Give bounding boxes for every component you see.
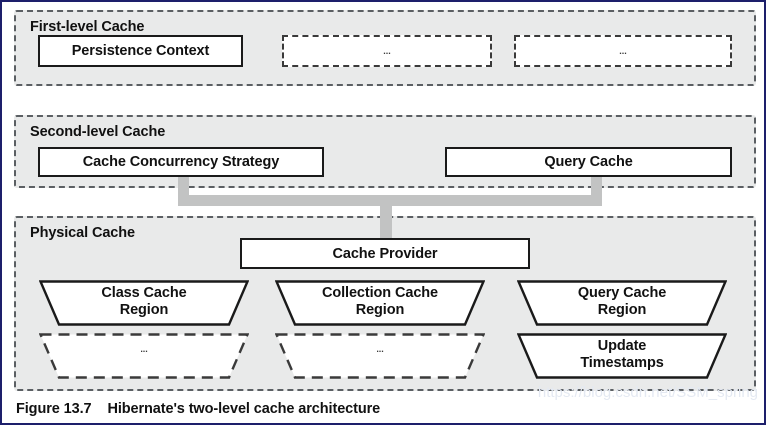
region-label-query-cache: Query Cache Region — [517, 280, 727, 326]
region-update-timestamps[interactable]: Update Timestamps — [517, 333, 727, 379]
trapezoid-shape-class-cache — [39, 280, 249, 326]
region-class-cache[interactable]: Class Cache Region — [39, 280, 249, 326]
trapezoid-shape-collection-cache — [275, 280, 485, 326]
figure-caption-text: Hibernate's two-level cache architecture — [107, 401, 381, 417]
node-cache-concurrency-strategy[interactable]: Cache Concurrency Strategy — [38, 147, 324, 177]
trapezoid-shape-query-cache — [517, 280, 727, 326]
region-line1: Query Cache — [577, 285, 667, 302]
region-label-collection-cache: Collection Cache Region — [275, 280, 485, 326]
figure-caption-number: Figure 13.7 — [16, 401, 92, 417]
zone-title-first-level-cache: First-level Cache — [30, 19, 145, 35]
connector-pipe-right-vertical — [591, 174, 602, 206]
region-placeholder-collection[interactable]: ... — [275, 333, 485, 379]
node-persistence-context[interactable]: Persistence Context — [38, 35, 243, 67]
zone-title-second-level-cache: Second-level Cache — [30, 124, 166, 140]
region-collection-cache[interactable]: Collection Cache Region — [275, 280, 485, 326]
region-line1: Update — [597, 338, 647, 355]
region-placeholder-class[interactable]: ... — [39, 333, 249, 379]
region-label-update-timestamps: Update Timestamps — [517, 333, 727, 379]
trapezoid-shape-update-timestamps — [517, 333, 727, 379]
node-placeholder-first-level-2[interactable]: ... — [514, 35, 732, 67]
region-line2: Region — [119, 301, 169, 318]
region-line1: Class Cache — [101, 285, 187, 302]
region-line1: ... — [140, 343, 148, 354]
watermark: https://blog.csdn.net/SSM_spring — [537, 384, 758, 401]
node-placeholder-first-level-1[interactable]: ... — [282, 35, 492, 67]
region-label-placeholder-collection: ... — [275, 333, 485, 379]
region-label-class-cache: Class Cache Region — [39, 280, 249, 326]
region-line2: Region — [355, 301, 405, 318]
trapezoid-shape-placeholder-class — [39, 333, 249, 379]
zone-title-physical-cache: Physical Cache — [30, 225, 135, 241]
connector-pipe-left-vertical — [178, 174, 189, 206]
figure-caption: Figure 13.7 Hibernate's two-level cache a… — [16, 401, 380, 417]
node-cache-provider[interactable]: Cache Provider — [240, 238, 530, 269]
region-query-cache[interactable]: Query Cache Region — [517, 280, 727, 326]
trapezoid-shape-placeholder-collection — [275, 333, 485, 379]
region-line2: Timestamps — [580, 354, 664, 371]
region-label-placeholder-class: ... — [39, 333, 249, 379]
region-line1: Collection Cache — [321, 285, 439, 302]
connector-pipe-center-stem — [380, 195, 392, 239]
node-query-cache[interactable]: Query Cache — [445, 147, 732, 177]
region-line2: Region — [597, 301, 647, 318]
region-line1: ... — [376, 343, 384, 354]
